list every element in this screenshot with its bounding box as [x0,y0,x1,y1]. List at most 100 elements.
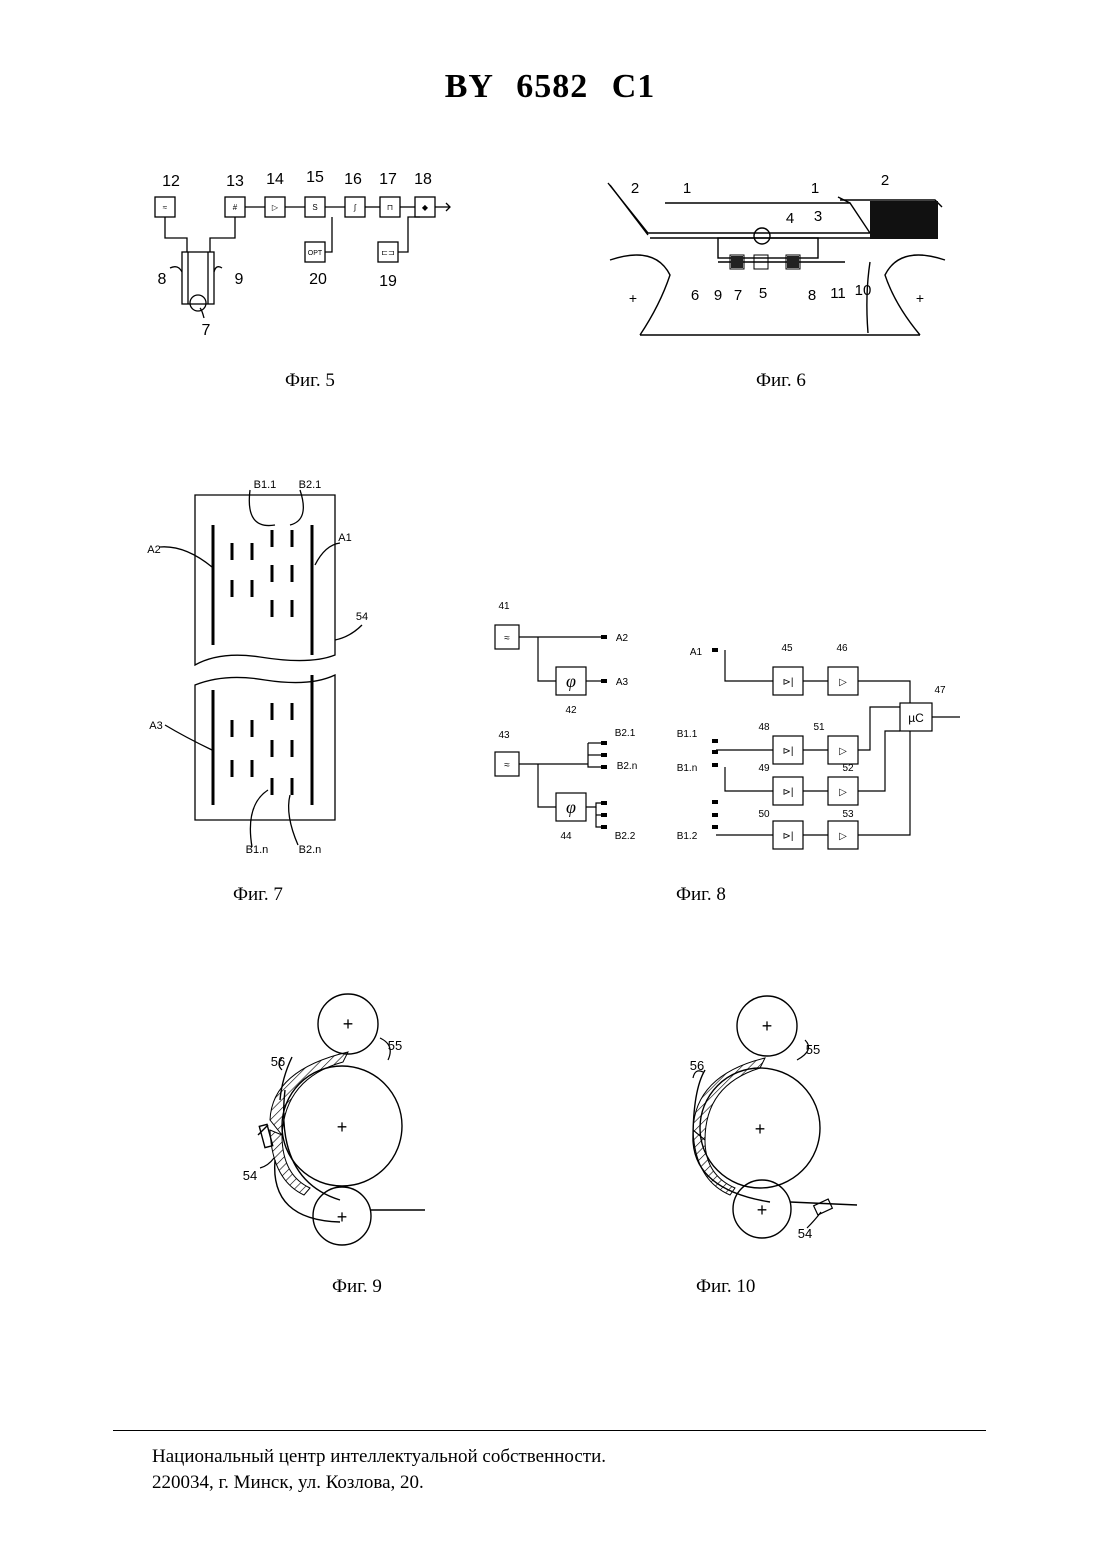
svg-text:+: + [916,290,924,306]
svg-text:≈: ≈ [504,760,510,771]
fig8-label: 53 [842,809,854,820]
fig8-label: 46 [836,643,848,654]
svg-text:+: + [757,1200,768,1220]
footer-line-1: Национальный центр интеллектуальной собс… [152,1444,606,1470]
fig6-label: 11 [830,285,846,302]
svg-text:+: + [337,1117,348,1137]
fig6-label: 5 [759,285,767,302]
fig10-caption: Фиг. 10 [696,1276,755,1298]
fig7-label: B1.1 [254,479,277,491]
figure-10-diagram: + + + 55 56 54 [665,990,875,1250]
svg-text:+: + [755,1119,766,1139]
svg-text:≈: ≈ [504,633,510,644]
svg-text:▷: ▷ [839,831,847,842]
svg-text:◆: ◆ [422,203,429,212]
svg-text:∫: ∫ [353,203,357,212]
fig10-label: 56 [690,1058,704,1073]
fig6-label: 2 [631,180,639,197]
fig5-label: 19 [379,273,397,290]
uc-label: µC [908,711,924,725]
fig6-label: 8 [808,287,816,304]
fig7-label: B1.n [246,844,269,856]
svg-text:⊏⊐: ⊏⊐ [381,248,394,257]
fig8-label: 44 [560,831,572,842]
footer-divider [113,1430,986,1431]
svg-text:⊓: ⊓ [387,203,393,212]
fig7-label: A2 [147,544,160,556]
fig8-label: A2 [616,633,629,644]
fig9-label: 55 [388,1038,402,1053]
fig5-label: 13 [226,173,244,190]
fig8-label: 42 [565,705,577,716]
fig6-label: 10 [855,282,872,299]
fig8-label: 51 [813,722,825,733]
fig5-caption: Фиг. 5 [285,370,335,392]
figure-5-diagram: ≈ # ▷ S ∫ ⊓ ◆ OPT ⊏⊐ 12 13 14 15 16 17 1… [140,160,470,350]
fig8-label: B2.n [617,761,638,772]
fig5-label: 17 [379,171,397,188]
footer: Национальный центр интеллектуальной собс… [152,1444,606,1496]
fig8-label: 45 [781,643,793,654]
fig10-label: 54 [798,1226,812,1241]
svg-text:▷: ▷ [839,677,847,688]
fig8-label: 49 [758,763,770,774]
fig8-label: 47 [934,685,946,696]
fig6-label: 1 [683,180,691,197]
fig8-label: B2.2 [615,831,636,842]
fig6-label: 9 [714,287,722,304]
fig7-label: B2.1 [299,479,322,491]
svg-text:▷: ▷ [839,746,847,757]
svg-text:⊳|: ⊳| [783,677,794,688]
fig6-label: 2 [881,172,889,189]
svg-text:+: + [762,1016,773,1036]
svg-text:S: S [312,203,317,212]
fig5-label: 9 [235,271,244,288]
fig7-label: 54 [356,611,368,623]
fig6-label: 3 [814,208,822,225]
fig9-label: 54 [243,1168,257,1183]
svg-text:≈: ≈ [163,203,168,212]
fig6-label: 1 [811,180,819,197]
fig8-label: 41 [498,601,510,612]
fig8-label: 43 [498,730,510,741]
fig5-label: 20 [309,271,327,288]
figure-6-diagram: 2 1 1 2 4 3 6 9 7 5 8 11 10 + + [600,165,955,345]
fig8-label: A1 [690,647,703,658]
svg-text:⊳|: ⊳| [783,746,794,757]
fig5-label: 15 [306,169,324,186]
fig5-label: 12 [162,173,180,190]
document-title: BY 6582 C1 [0,68,1100,106]
svg-text:+: + [629,290,637,306]
figure-8-diagram: ≈ ≈ ⊳| ▷ ⊳| ▷ ⊳| ▷ ⊳| ▷ φ φ µC 41 A2 A3 … [490,595,970,855]
fig8-label: B1.n [677,763,698,774]
fig8-label: 52 [842,763,854,774]
svg-text:+: + [343,1014,354,1034]
fig10-label: 55 [806,1042,820,1057]
svg-text:⊳|: ⊳| [783,831,794,842]
svg-text:▷: ▷ [839,787,847,798]
fig8-label: B2.1 [615,728,636,739]
fig8-label: B1.2 [677,831,698,842]
fig5-label: 18 [414,171,432,188]
fig9-caption: Фиг. 9 [332,1276,382,1298]
fig6-label: 7 [734,287,742,304]
fig5-label: 8 [158,271,167,288]
fig8-caption: Фиг. 8 [676,884,726,906]
fig8-label: A3 [616,677,629,688]
fig5-label: 14 [266,171,284,188]
fig9-label: 56 [271,1054,285,1069]
phi-label: φ [566,671,576,691]
fig6-label: 4 [786,210,794,227]
figure-9-diagram: + + + 55 56 54 [230,990,440,1250]
svg-text:#: # [233,203,238,212]
fig8-label: 48 [758,722,770,733]
svg-text:▷: ▷ [272,203,279,212]
fig7-label: B2.n [299,844,322,856]
figure-7-diagram: B1.1 B2.1 A2 A1 54 A3 B1.n B2.n [140,475,380,860]
fig7-label: A3 [149,720,162,732]
fig6-label: 6 [691,287,699,304]
fig5-label: 7 [202,322,211,339]
fig5-label: 16 [344,171,362,188]
fig7-label: A1 [338,532,351,544]
fig8-label: 50 [758,809,770,820]
